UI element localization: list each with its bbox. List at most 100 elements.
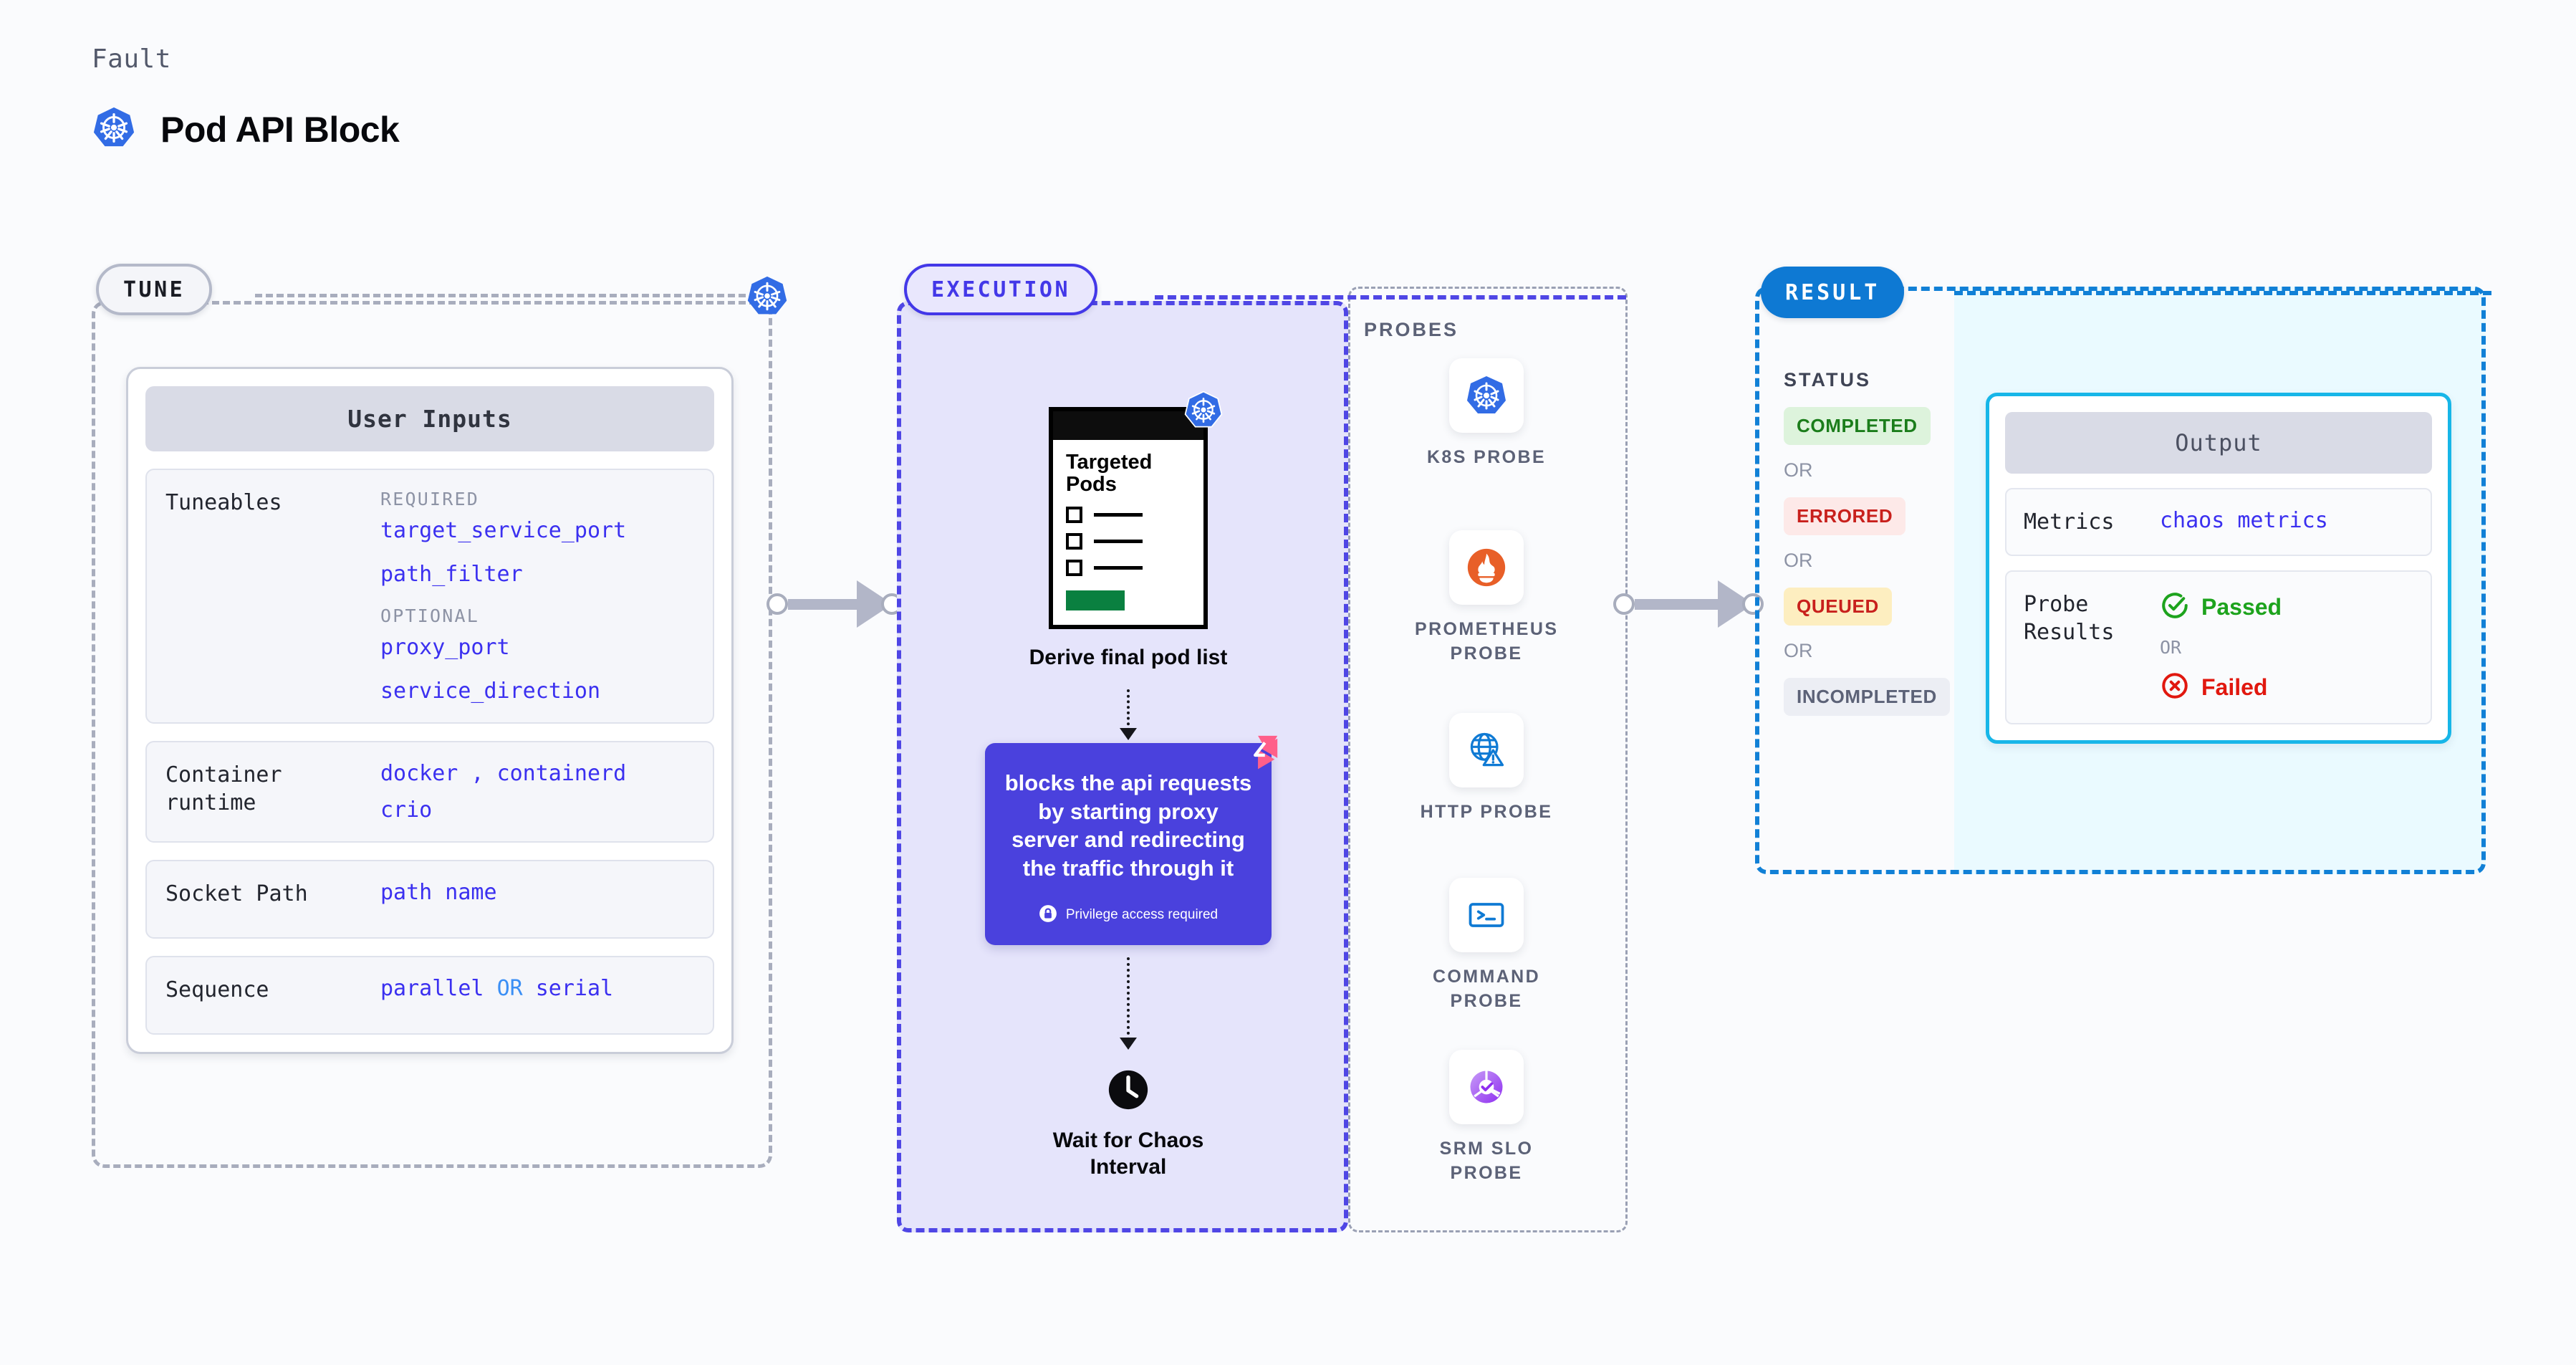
container-runtime-row: Container runtime docker , containerd cr… — [145, 741, 714, 843]
tuneable-proxy-port[interactable]: proxy_port — [380, 635, 510, 660]
checkbox-icon[interactable] — [1066, 559, 1082, 576]
connector-end-dot — [1742, 593, 1764, 615]
optional-group-heading: OPTIONAL — [380, 605, 480, 626]
probes-title: PROBES — [1364, 319, 1459, 340]
result-chip[interactable]: RESULT — [1761, 267, 1905, 318]
probe-results-label: Probe Results — [2024, 592, 2115, 645]
connector-tune-to-execution — [766, 580, 903, 628]
socket-path-row: Socket Path path name — [145, 860, 714, 939]
connector-start-dot — [766, 593, 788, 615]
status-or-2: OR — [1784, 550, 1813, 571]
probe-label-prometheus: PROMETHEUS PROBE — [1415, 619, 1559, 664]
privilege-note-text: Privilege access required — [1065, 907, 1219, 923]
privilege-note: Privilege access required — [1002, 904, 1254, 926]
kubernetes-icon — [746, 274, 789, 317]
tuneable-service-direction[interactable]: service_direction — [380, 679, 601, 704]
probe-label-k8s: K8S PROBE — [1426, 447, 1547, 467]
targeted-pods-title-line2: Pods — [1066, 473, 1117, 497]
derive-pod-list-caption: Derive final pod list — [1029, 645, 1228, 669]
card-title-bar — [1053, 411, 1203, 440]
wait-for-chaos-interval-caption: Wait for Chaos Interval — [1052, 1129, 1204, 1179]
tune-chip[interactable]: TUNE — [96, 264, 213, 315]
check-circle-icon — [2160, 590, 2190, 624]
probe-result-or: OR — [2160, 637, 2182, 658]
metrics-values: chaos metrics — [2160, 508, 2413, 533]
pod-list-item — [1066, 532, 1191, 550]
tuneables-label: Tuneables — [165, 490, 282, 515]
probe-item-http[interactable]: HTTP PROBE — [1415, 713, 1558, 825]
execution-chip[interactable]: EXECUTION — [904, 264, 1098, 315]
title-row: Pod API Block — [92, 105, 400, 153]
runtime-docker[interactable]: docker — [380, 761, 458, 786]
flow-arrow-shaft — [1127, 957, 1130, 1040]
probe-label-srm-slo: SRM SLO PROBE — [1439, 1139, 1534, 1183]
pod-line-placeholder — [1094, 512, 1143, 517]
container-runtime-label: Container runtime — [165, 762, 282, 815]
output-card: Output Metrics chaos metrics Probe Resul… — [1986, 393, 2451, 744]
status-or-1: OR — [1784, 459, 1813, 481]
metrics-label: Metrics — [2024, 509, 2115, 535]
flow-arrowhead — [1120, 1038, 1137, 1050]
probe-result-failed: Failed — [2160, 671, 2413, 704]
wait-for-chaos-interval-node: Wait for Chaos Interval — [1024, 1068, 1232, 1180]
runtime-separator: , — [471, 761, 484, 786]
checkbox-icon[interactable] — [1066, 506, 1082, 523]
probe-label-command: COMMAND PROBE — [1432, 967, 1541, 1011]
connector-bar — [1635, 598, 1719, 610]
sequence-operator: OR — [496, 976, 523, 1001]
metrics-value[interactable]: chaos metrics — [2160, 508, 2328, 533]
probe-item-prometheus[interactable]: PROMETHEUS PROBE — [1415, 530, 1558, 666]
kubernetes-icon — [92, 105, 136, 153]
metrics-row: Metrics chaos metrics — [2005, 488, 2432, 556]
action-description-text: blocks the api requests by starting prox… — [1004, 770, 1252, 881]
pod-list-item — [1066, 506, 1191, 523]
container-runtime-values: docker , containerd crio — [380, 761, 694, 823]
tuneable-path-filter[interactable]: path_filter — [380, 562, 523, 587]
checkbox-icon[interactable] — [1066, 532, 1082, 550]
status-badge-errored: ERRORED — [1784, 497, 1906, 535]
tuneable-target-service-port[interactable]: target_service_port — [380, 518, 627, 543]
targeted-pods-title-line1: Targeted — [1066, 451, 1153, 474]
page-title: Pod API Block — [160, 109, 400, 150]
pod-list-item — [1066, 559, 1191, 576]
status-or-3: OR — [1784, 640, 1813, 661]
probe-item-k8s[interactable]: K8S PROBE — [1415, 358, 1558, 470]
flow-arrowhead — [1120, 728, 1137, 740]
result-dashed-connector — [1954, 291, 2491, 295]
harness-logo-icon — [1237, 732, 1282, 776]
status-title: STATUS — [1784, 369, 1871, 391]
user-inputs-card: User Inputs Tuneables REQUIRED target_se… — [126, 367, 734, 1054]
status-badge-incompleted: INCOMPLETED — [1784, 678, 1950, 716]
user-inputs-title: User Inputs — [145, 386, 714, 451]
probe-item-srm-slo[interactable]: SRM SLO PROBE — [1415, 1050, 1558, 1186]
confirm-bar — [1066, 590, 1125, 610]
probe-item-command[interactable]: COMMAND PROBE — [1415, 878, 1558, 1014]
targeted-pods-card: Targeted Pods — [1049, 407, 1208, 629]
socket-path-values: path name — [380, 880, 694, 905]
required-group-heading: REQUIRED — [380, 489, 480, 509]
globe-warning-icon — [1449, 713, 1524, 787]
execution-dashed-connector — [1155, 295, 1626, 300]
output-title: Output — [2005, 412, 2432, 474]
action-description-card: blocks the api requests by starting prox… — [985, 735, 1278, 945]
result-panel-region — [1755, 287, 2486, 874]
socket-path-value[interactable]: path name — [380, 880, 497, 905]
probe-result-failed-text: Failed — [2201, 674, 2268, 700]
sequence-label: Sequence — [165, 977, 269, 1002]
kubernetes-icon — [1449, 358, 1524, 433]
sequence-parallel[interactable]: parallel — [380, 976, 484, 1001]
runtime-crio[interactable]: crio — [380, 798, 433, 823]
clock-icon — [1106, 1068, 1150, 1112]
tuneables-values: REQUIRED target_service_port path_filter… — [380, 489, 694, 704]
tune-panel-region — [92, 301, 772, 1168]
flow-arrow-shaft — [1127, 689, 1130, 731]
probe-result-passed-text: Passed — [2201, 594, 2282, 620]
connector-execution-to-result — [1613, 580, 1764, 628]
runtime-containerd[interactable]: containerd — [496, 761, 627, 786]
connector-bar — [788, 598, 858, 610]
page-header: Fault — [92, 44, 400, 153]
prometheus-icon — [1449, 530, 1524, 605]
slo-donut-check-icon — [1449, 1050, 1524, 1124]
sequence-serial[interactable]: serial — [535, 976, 614, 1001]
status-badge-queued: QUEUED — [1784, 588, 1892, 626]
